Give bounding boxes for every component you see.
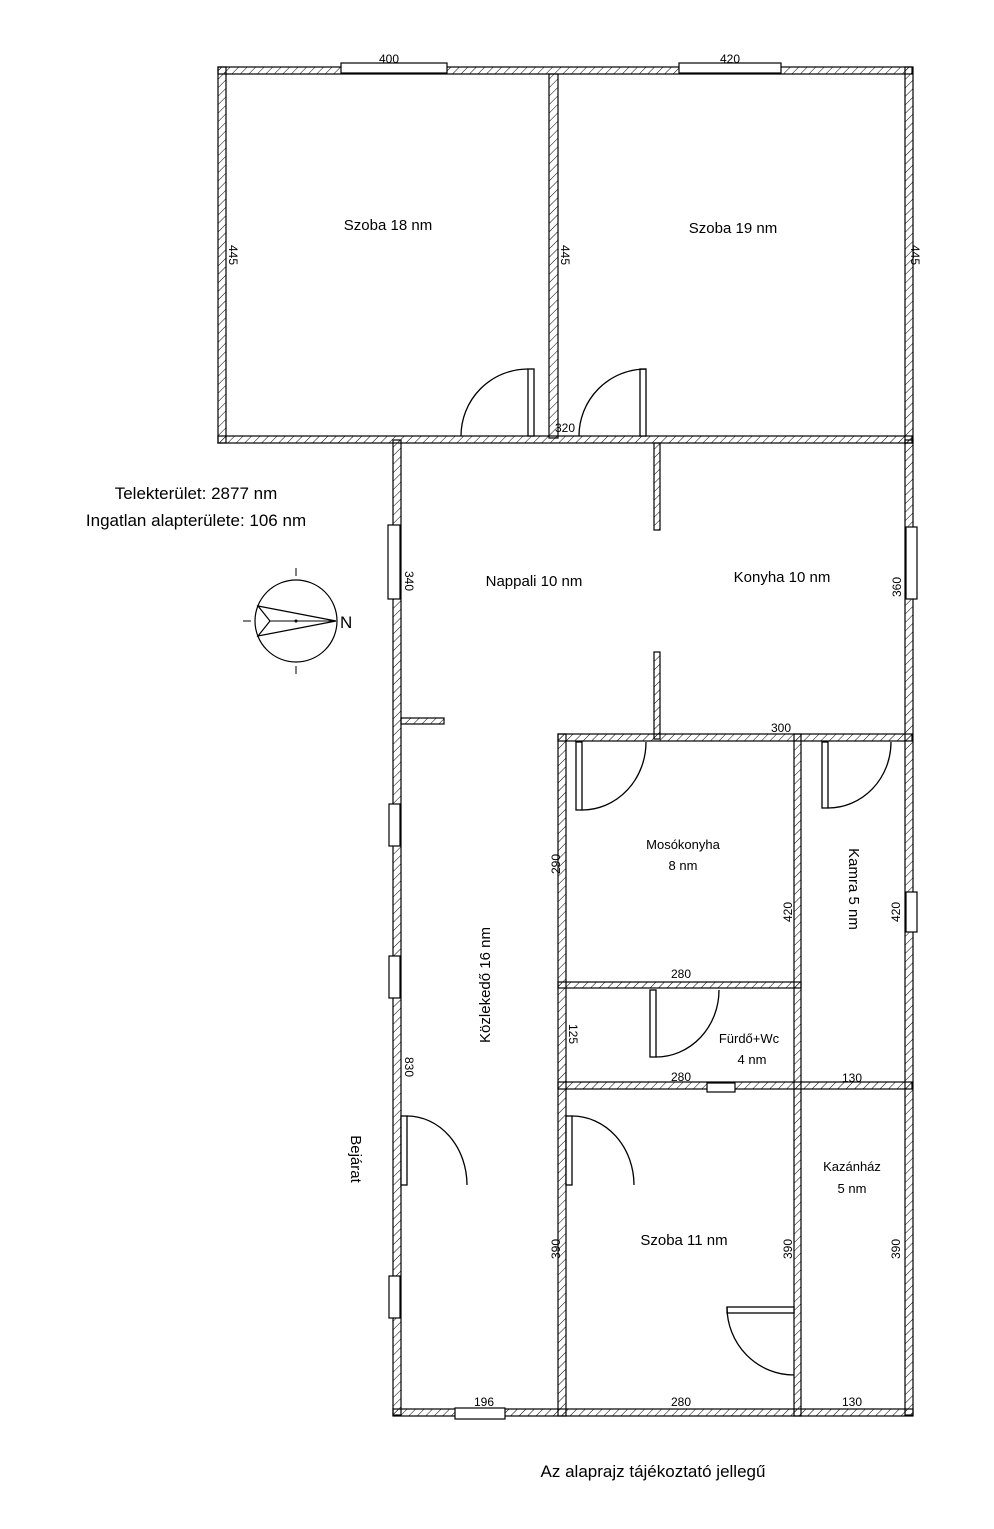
door-laundry[interactable] bbox=[575, 741, 647, 811]
dim-label: 130 bbox=[842, 1395, 862, 1409]
room-label-pantry: Kamra 5 nm bbox=[845, 848, 862, 930]
disclaimer-text: Az alaprajz tájékoztató jellegű bbox=[541, 1462, 766, 1481]
dim-label: 830 bbox=[402, 1057, 416, 1077]
door-entrance[interactable] bbox=[400, 1115, 468, 1186]
room-label-corridor: Közlekedő 16 nm bbox=[477, 927, 494, 1043]
floor-area-text: Ingatlan alapterülete: 106 nm bbox=[86, 511, 306, 530]
dim-label: 390 bbox=[549, 1239, 563, 1259]
room-label-kitchen: Konyha 10 nm bbox=[734, 569, 831, 586]
compass-ring bbox=[254, 579, 338, 663]
dim-label: 445 bbox=[226, 245, 240, 265]
dim-label: 390 bbox=[889, 1239, 903, 1259]
wall-stub-corridor bbox=[400, 717, 445, 725]
doors bbox=[400, 368, 892, 1376]
room-label-laundry: Mosókonyha bbox=[646, 837, 720, 852]
wall-top-wing-left bbox=[217, 66, 227, 444]
wall-laundry-bottom bbox=[557, 981, 802, 989]
window-corridor-2 bbox=[388, 955, 401, 999]
windows bbox=[340, 62, 918, 1420]
window-pantry bbox=[905, 891, 918, 933]
room-label-bath: Fürdő+Wc bbox=[719, 1031, 780, 1046]
window-bath bbox=[706, 1082, 736, 1093]
dim-label: 420 bbox=[889, 902, 903, 922]
window-corridor-1 bbox=[388, 803, 401, 847]
dim-label: 420 bbox=[720, 52, 740, 66]
wall-stub-lower bbox=[653, 651, 661, 740]
dim-label: 280 bbox=[671, 1070, 691, 1084]
window-corridor-3 bbox=[388, 1275, 401, 1319]
window-corridor-bottom bbox=[454, 1407, 506, 1420]
dim-label: 390 bbox=[781, 1239, 795, 1259]
wall-service-top bbox=[557, 733, 913, 742]
door-bath[interactable] bbox=[649, 989, 720, 1058]
room-label-bedroom-19: Szoba 19 nm bbox=[689, 220, 777, 237]
room-label-bedroom-11: Szoba 11 nm bbox=[640, 1232, 727, 1249]
room-label-living: Nappali 10 nm bbox=[486, 573, 583, 590]
door-bedroom-11[interactable] bbox=[565, 1115, 635, 1186]
wall-service-left bbox=[557, 733, 567, 1417]
walls bbox=[217, 66, 914, 1417]
dim-label: 360 bbox=[890, 577, 904, 597]
dim-label: 320 bbox=[555, 421, 575, 435]
window-kitchen bbox=[905, 526, 918, 600]
dim-label: 196 bbox=[474, 1395, 494, 1409]
window-living bbox=[387, 524, 401, 600]
plot-area-text: Telekterület: 2877 nm bbox=[115, 484, 278, 503]
wall-service-inner bbox=[793, 733, 802, 1417]
dim-label: 445 bbox=[908, 245, 922, 265]
dimensions: 400 420 445 445 445 320 340 360 300 290 … bbox=[226, 52, 922, 1409]
dim-label: 280 bbox=[671, 967, 691, 981]
room-area-laundry: 8 nm bbox=[669, 858, 698, 873]
dim-label: 420 bbox=[781, 902, 795, 922]
dim-label: 400 bbox=[379, 52, 399, 66]
door-bedroom-18[interactable] bbox=[460, 368, 535, 437]
wall-top-wing-bottom bbox=[217, 435, 913, 444]
dim-label: 280 bbox=[671, 1395, 691, 1409]
room-area-boiler: 5 nm bbox=[838, 1181, 867, 1196]
door-bedroom-19[interactable] bbox=[578, 368, 647, 437]
dim-label: 445 bbox=[558, 245, 572, 265]
door-boiler[interactable] bbox=[726, 1306, 795, 1376]
window-bedroom-18 bbox=[340, 62, 448, 74]
room-label-boiler: Kazánház bbox=[823, 1159, 881, 1174]
wall-between-bedrooms bbox=[548, 73, 559, 439]
dim-label: 130 bbox=[842, 1071, 862, 1085]
wall-top bbox=[217, 66, 913, 75]
room-area-bath: 4 nm bbox=[738, 1052, 767, 1067]
wall-stub-upper bbox=[653, 442, 661, 531]
room-label-bedroom-18: Szoba 18 nm bbox=[344, 217, 432, 234]
compass-north-label: N bbox=[340, 613, 352, 632]
wall-main-bottom bbox=[392, 1408, 914, 1417]
entrance-label: Bejárat bbox=[347, 1135, 364, 1183]
compass: N bbox=[243, 568, 352, 674]
dim-label: 300 bbox=[771, 721, 791, 735]
dim-label: 290 bbox=[549, 854, 563, 874]
dim-label: 340 bbox=[402, 571, 416, 591]
window-bedroom-19 bbox=[678, 62, 782, 74]
dim-label: 125 bbox=[566, 1024, 580, 1044]
door-pantry[interactable] bbox=[821, 741, 892, 809]
